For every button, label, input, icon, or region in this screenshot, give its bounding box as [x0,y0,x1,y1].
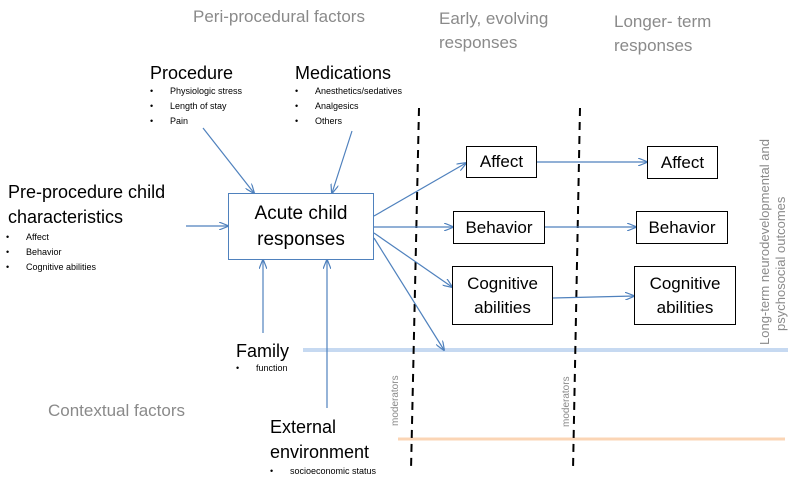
medications-title: Medications [295,63,392,83]
procedure-item: Pain [148,114,242,129]
moderators-label-left: moderators [390,375,401,426]
acute-line-2: responses [257,228,345,250]
early-behavior-box: Behavior [453,211,545,244]
heading-contextual: Contextual factors [48,401,186,420]
medications-item: Others [293,114,402,129]
external-title-1: External [270,417,337,437]
arrow-acute-to-affect [373,163,466,217]
long-term-outcomes-line-1: Long-term neurodevelopmental and [757,139,772,345]
long-behavior-box: Behavior [636,211,728,244]
external-title-2: environment [270,442,370,462]
heading-early-evolving-2: responses [439,33,518,52]
family-list: function [234,361,288,376]
arrow-acute-to-band [373,237,444,350]
medications-item: Anesthetics/sedatives [293,84,402,99]
long-cognitive-line-1: Cognitive [649,273,721,293]
pre-procedure-title-1: Pre-procedure child [8,182,166,202]
pre-procedure-title-2: characteristics [8,207,124,227]
medications-item: Analgesics [293,99,402,114]
heading-peri-procedural: Peri-procedural factors [193,7,365,26]
pre-procedure-list: Affect Behavior Cognitive abilities [4,230,96,275]
arrow-procedure-to-acute [202,127,254,193]
long-cognitive-line-2: abilities [656,297,714,317]
early-cognitive-box: Cognitive abilities [452,266,553,325]
early-cognitive-line-2: abilities [474,297,531,317]
pre-procedure-item: Cognitive abilities [4,260,96,275]
long-term-outcomes-line-2: psychosocial outcomes [773,196,788,331]
heading-longer-term: Longer- term [614,12,712,31]
long-affect-box: Affect [647,146,718,179]
external-item: socioeconomic status [268,464,376,479]
early-behavior-label: Behavior [465,217,533,237]
long-cognitive-box: Cognitive abilities [634,266,736,325]
moderators-label-right: moderators [561,376,572,427]
early-affect-label: Affect [479,152,524,171]
procedure-item: Length of stay [148,99,242,114]
heading-early-evolving: Early, evolving [439,9,549,28]
family-item: function [234,361,288,376]
moderator-line-left [410,107,420,471]
moderator-line-right [572,107,581,471]
pre-procedure-item: Affect [4,230,96,245]
long-behavior-label: Behavior [648,217,716,237]
early-affect-box: Affect [466,146,537,178]
external-list: socioeconomic status [268,464,376,479]
arrow-acute-to-cognitive [373,232,452,287]
medications-list: Anesthetics/sedatives Analgesics Others [293,84,402,129]
family-title: Family [236,341,289,361]
arrow-medications-to-acute [332,130,353,193]
heading-longer-term-2: responses [614,36,693,55]
procedure-list: Physiologic stress Length of stay Pain [148,84,242,129]
acute-child-responses-box: Acute child responses [228,193,374,260]
arrow-cognitive-to-cognitive [552,296,634,298]
long-term-outcomes-label: Long-term neurodevelopmental and psychos… [757,105,789,345]
pre-procedure-item: Behavior [4,245,96,260]
procedure-title: Procedure [150,63,234,83]
early-cognitive-line-1: Cognitive [467,273,538,293]
long-affect-label: Affect [660,152,705,172]
acute-line-1: Acute child [254,202,348,224]
procedure-item: Physiologic stress [148,84,242,99]
